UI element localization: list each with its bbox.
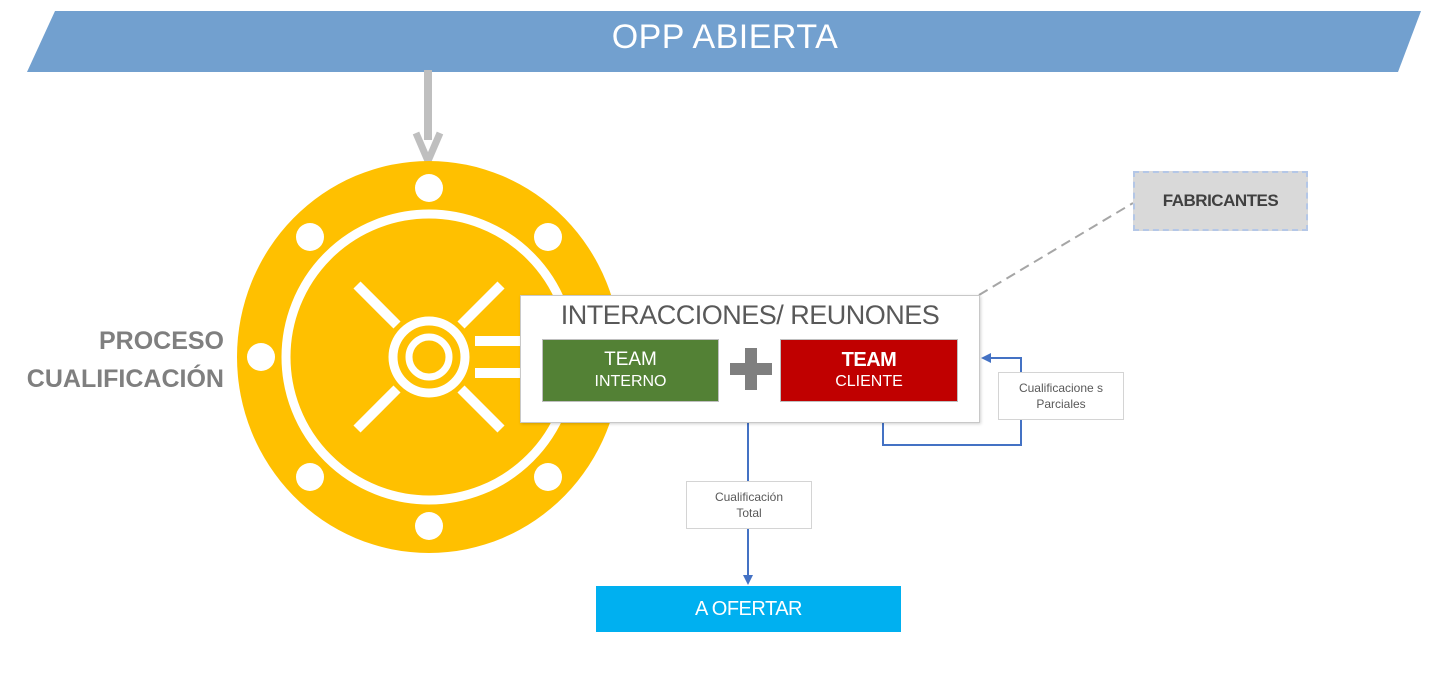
total-qualification-line2: Total: [736, 506, 762, 520]
team-client-box: TEAM CLIENTE: [780, 339, 958, 402]
fabricantes-label: FABRICANTES: [1162, 191, 1279, 210]
total-qualification-label: Cualificación Total: [686, 481, 812, 529]
team-client-line2: CLIENTE: [835, 372, 903, 390]
partial-qualifications-line2: Parciales: [1036, 397, 1086, 411]
team-internal-line1: TEAM: [604, 348, 657, 370]
a-ofertar-box: A OFERTAR: [596, 586, 901, 632]
team-internal-line2: INTERNO: [594, 372, 667, 390]
team-internal-box: TEAM INTERNO: [542, 339, 719, 402]
team-client-line1: TEAM: [841, 348, 897, 371]
banner-shape: [27, 11, 1421, 72]
a-ofertar-label: A OFERTAR: [694, 597, 803, 620]
process-label-line1: PROCESO: [98, 327, 224, 355]
plus-icon: [730, 348, 772, 390]
fabricantes-box: FABRICANTES: [1133, 171, 1308, 231]
down-arrow-icon: [412, 70, 444, 170]
banner-title: OPP ABIERTA: [611, 18, 839, 56]
partial-qualifications-label: Cualificacione s Parciales: [998, 372, 1124, 420]
process-label-line2: CUALIFICACIÓN: [26, 365, 224, 393]
fabricantes-connector: [978, 202, 1134, 296]
partial-qualification-loop: [882, 353, 1022, 446]
partial-qualifications-line1: Cualificacione s: [1018, 381, 1104, 395]
process-label: PROCESO CUALIFICACIÓN: [20, 322, 224, 398]
interactions-title: INTERACCIONES/ REUNONES: [560, 300, 940, 330]
total-qualification-line1: Cualificación: [714, 490, 784, 504]
